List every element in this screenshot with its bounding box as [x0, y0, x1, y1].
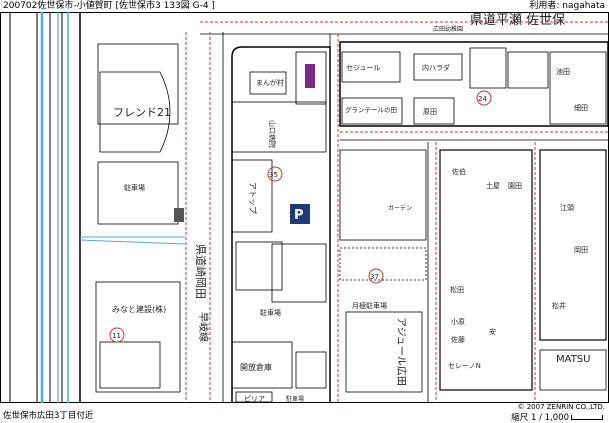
yasu-label: 安 — [489, 327, 496, 336]
hosoda-label: 細田 — [574, 103, 588, 112]
copyright-label: © 2007 ZENRIN CO.,LTD. — [517, 403, 606, 411]
block-37: 37 — [370, 273, 379, 281]
matsui-label: 松井 — [552, 301, 566, 310]
harada2-label: 原田 — [423, 108, 437, 116]
parking3-label: 駐車場 — [286, 395, 304, 403]
kaihou-label: 開放倉庫 — [240, 362, 272, 372]
parking-icon — [290, 204, 310, 224]
yamaguchi-label: 山口病院 — [268, 120, 277, 148]
prefectural-road-left: 県道崎岡田 — [194, 244, 208, 299]
map-title: 200702佐世保市-小値賀町 [佐世保市3 133図 G-4 ] — [3, 1, 215, 11]
kindergarten-label: 広田幼稚園 — [433, 25, 463, 33]
friend21-label: フレンド21 — [113, 106, 171, 119]
sato-label: 佐藤 — [451, 335, 465, 344]
side-road-label: 早岐線 — [197, 312, 210, 342]
parking2-label: 駐車場 — [260, 308, 281, 317]
sejour-label: セジュール — [346, 64, 381, 72]
sereno-label: セレーノN — [448, 362, 481, 370]
block-35: 35 — [269, 171, 278, 179]
map-header: 200702佐世保市-小値賀町 [佐世保市3 133図 G-4 ] 利用者: n… — [0, 0, 609, 12]
tsuchiya-label: 土屋 — [486, 181, 500, 190]
matsu-label: MATSU — [556, 354, 590, 365]
minato-label: みなと建設(株) — [112, 304, 166, 314]
scale-bar — [571, 415, 603, 420]
atopu-label: アトップ — [248, 182, 257, 214]
sasebo-label: 佐伯 — [452, 167, 466, 176]
matsuda-label: 松田 — [450, 285, 464, 294]
parking-letter: P — [294, 208, 304, 223]
location-label: 佐世保市広田3丁目付近 — [3, 411, 94, 421]
prefectural-road-top: 県道平瀬 佐世保 — [470, 13, 565, 28]
user-label: 利用者: nagahata — [529, 1, 605, 11]
grande-label: グランテールの田 — [345, 105, 397, 114]
azure-label: アジュール広田 — [395, 317, 408, 386]
ikeda-label: 池田 — [556, 67, 570, 76]
scale-label: 縮尺 1 / 1,000 — [511, 413, 569, 423]
map-canvas[interactable]: フレンド21 駐車場 みなと建設(株) 11 まんが村 山口病院 アトップ 35… — [0, 12, 609, 403]
manga-label: まんが村 — [256, 78, 284, 87]
parking1-label: 駐車場 — [124, 183, 145, 192]
ohara-label: 小原 — [451, 317, 465, 326]
gekkei-label: 月極駐車場 — [352, 301, 387, 310]
eda-label: 江頭 — [560, 204, 574, 212]
map-footer: 佐世保市広田3丁目付近 © 2007 ZENRIN CO.,LTD. 縮尺 1 … — [0, 403, 609, 423]
garden-label: ガーデン — [388, 204, 412, 212]
block-24: 24 — [478, 95, 487, 103]
block-11: 11 — [112, 332, 121, 340]
harada-label: 内ハラダ — [422, 63, 450, 72]
pira-label: ピリア — [244, 395, 265, 403]
okada-label: 岡田 — [574, 246, 588, 254]
sonoda-label: 園田 — [508, 182, 522, 190]
